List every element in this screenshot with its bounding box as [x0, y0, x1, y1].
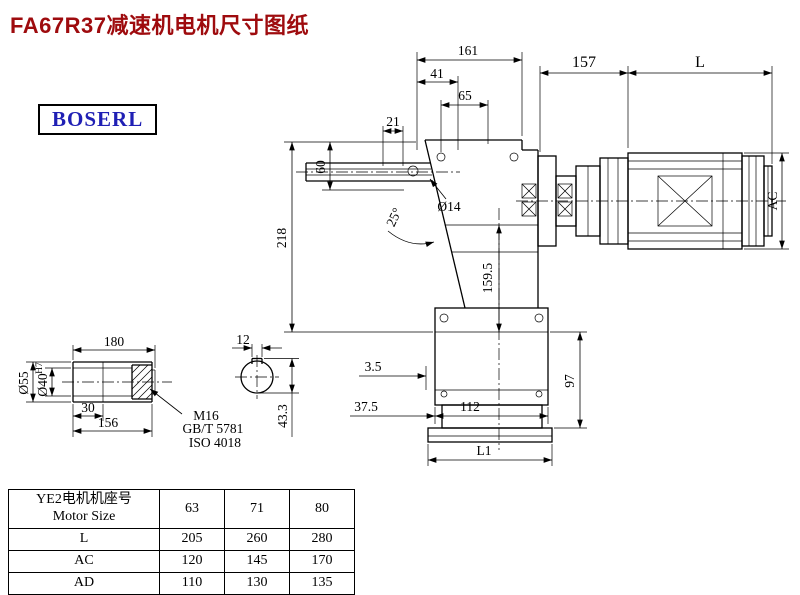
dim-3-5: 3.5 — [359, 359, 427, 390]
shaft-section — [235, 355, 279, 399]
dim-key-43-3-label: 43.3 — [275, 404, 290, 428]
value-AC-80: 170 — [289, 549, 355, 573]
brand-logo: BOSERL — [38, 104, 158, 135]
dim-159-5-label: 159.5 — [480, 263, 495, 294]
dim-218-label: 218 — [274, 228, 289, 249]
dim-h7-label: H7 — [35, 362, 45, 374]
dim-30: 30 — [72, 400, 104, 421]
table-header-row: YE2电机机座号 Motor Size 63 71 80 — [8, 489, 355, 529]
dim-21: 21 — [382, 114, 404, 166]
dim-dia40h7: Ø40 H7 — [35, 362, 71, 397]
dim-L1: L1 — [427, 443, 553, 466]
technical-drawing: 161 41 65 21 60 218 Ø14 25° 15 — [16, 43, 789, 466]
dim-3-5-label: 3.5 — [365, 359, 382, 374]
dim-21-label: 21 — [386, 114, 400, 129]
bearing-blocks — [521, 183, 573, 217]
dim-156: 156 — [72, 404, 153, 437]
dim-L1-label: L1 — [477, 443, 492, 458]
dim-112: 112 — [434, 399, 549, 424]
dim-angle-25: 25° — [383, 205, 435, 248]
thread-callout: M16 GB/T 5781 ISO 4018 — [149, 388, 244, 450]
dim-65: 65 — [440, 88, 489, 152]
dim-180: 180 — [72, 334, 156, 368]
dim-157-label: 157 — [572, 54, 596, 71]
dim-60-label: 60 — [313, 160, 328, 174]
thread-hatching — [131, 364, 153, 400]
dim-37-5: 37.5 — [350, 399, 435, 419]
dim-dia40-label: Ø40 — [35, 373, 50, 396]
dim-161-label: 161 — [458, 43, 478, 58]
value-AC-71: 145 — [224, 549, 290, 573]
row-label-AC: AC — [8, 549, 160, 573]
dim-97-label: 97 — [562, 374, 577, 388]
dim-L-label: L — [695, 54, 705, 71]
dim-dia55: Ø55 — [16, 361, 71, 403]
dim-key-43-3: 43.3 — [259, 358, 299, 437]
dim-41: 41 — [417, 66, 459, 150]
dim-112-label: 112 — [460, 399, 480, 414]
standard-gb-label: GB/T 5781 — [183, 421, 244, 436]
standard-iso-label: ISO 4018 — [189, 435, 241, 450]
header-cn: YE2电机机座号 — [36, 492, 132, 507]
dim-161: 161 — [416, 43, 523, 150]
shaft-detail — [62, 361, 172, 403]
row-label-L: L — [8, 527, 160, 551]
dim-65-label: 65 — [458, 88, 472, 103]
dim-angle-25-label: 25° — [383, 205, 405, 228]
dim-AC-label: AC — [765, 192, 780, 211]
frame-size-71: 71 — [224, 489, 290, 529]
header-motor-size: YE2电机机座号 Motor Size — [8, 489, 160, 529]
value-L-80: 280 — [289, 527, 355, 551]
dim-159-5: 159.5 — [480, 208, 502, 450]
dim-180-label: 180 — [104, 334, 125, 349]
dim-37-5-label: 37.5 — [354, 399, 378, 414]
header-en: Motor Size — [52, 508, 116, 524]
dim-60: 60 — [284, 141, 416, 191]
dim-shaft-dia: Ø14 — [429, 178, 461, 214]
motor-size-table: YE2电机机座号 Motor Size 63 71 80 L 205 260 2… — [8, 489, 355, 595]
table-row-AD: AD 110 130 135 — [8, 571, 355, 595]
dim-dia55-label: Ø55 — [16, 371, 31, 394]
page-title: FA67R37减速机电机尺寸图纸 — [10, 13, 309, 38]
value-AD-63: 110 — [159, 571, 225, 595]
dim-156-label: 156 — [98, 415, 119, 430]
frame-size-63: 63 — [159, 489, 225, 529]
dim-key-12: 12 — [232, 332, 282, 357]
dim-30-label: 30 — [81, 400, 95, 415]
value-L-63: 205 — [159, 527, 225, 551]
dim-157: 157 — [539, 54, 629, 152]
dim-AC: AC — [744, 152, 789, 250]
dim-218: 218 — [274, 142, 433, 333]
dim-key-12-label: 12 — [236, 332, 250, 347]
dim-41-label: 41 — [430, 66, 444, 81]
gearbox-outline — [407, 139, 573, 443]
dim-shaft-dia-label: Ø14 — [437, 199, 460, 214]
value-L-71: 260 — [224, 527, 290, 551]
value-AD-71: 130 — [224, 571, 290, 595]
frame-size-80: 80 — [289, 489, 355, 529]
dim-97: 97 — [550, 331, 587, 429]
value-AC-63: 120 — [159, 549, 225, 573]
motor-outline — [516, 152, 786, 250]
row-label-AD: AD — [8, 571, 160, 595]
thread-label: M16 — [193, 408, 219, 423]
table-row-AC: AC 120 145 170 — [8, 549, 355, 573]
value-AD-80: 135 — [289, 571, 355, 595]
input-shaft — [296, 162, 460, 182]
table-row-L: L 205 260 280 — [8, 527, 355, 551]
dim-L: L — [628, 54, 773, 164]
